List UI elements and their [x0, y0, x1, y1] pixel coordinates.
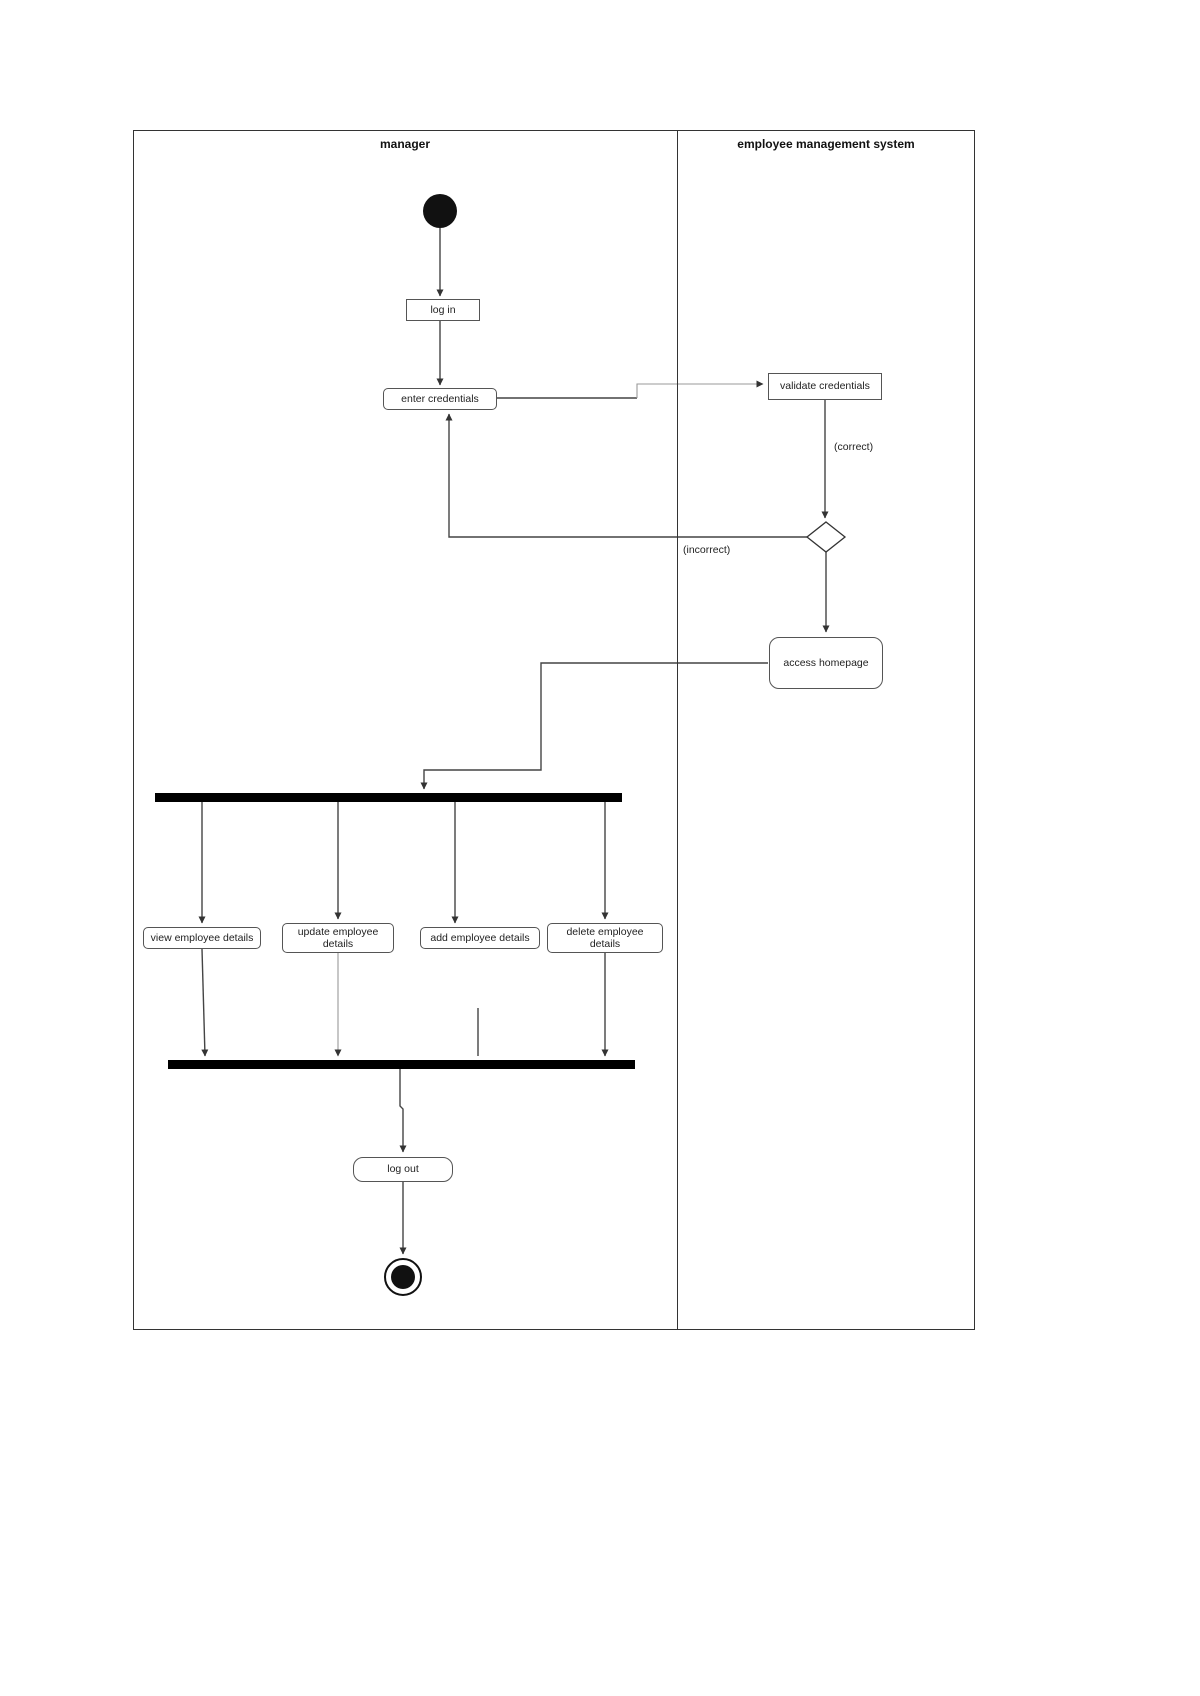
- final-node-ring: [384, 1258, 422, 1296]
- join-bar: [168, 1060, 635, 1069]
- activity-validate-credentials: validate credentials: [768, 373, 882, 400]
- activity-view-employee-details: view employee details: [143, 927, 261, 949]
- activity-access-homepage: access homepage: [769, 637, 883, 689]
- final-node: [391, 1265, 415, 1289]
- initial-node: [423, 194, 457, 228]
- guard-correct: (correct): [834, 441, 874, 453]
- lane-divider: [677, 130, 678, 1330]
- diagram-frame: [133, 130, 975, 1330]
- guard-incorrect: (incorrect): [683, 544, 731, 556]
- activity-logout: log out: [353, 1157, 453, 1182]
- activity-update-employee-details: update employee details: [282, 923, 394, 953]
- lane-title-manager: manager: [379, 137, 431, 151]
- activity-add-employee-details: add employee details: [420, 927, 540, 949]
- activity-enter-credentials: enter credentials: [383, 388, 497, 410]
- fork-bar: [155, 793, 622, 802]
- activity-delete-employee-details: delete employee details: [547, 923, 663, 953]
- activity-login: log in: [406, 299, 480, 321]
- lane-title-system: employee management system: [737, 137, 915, 151]
